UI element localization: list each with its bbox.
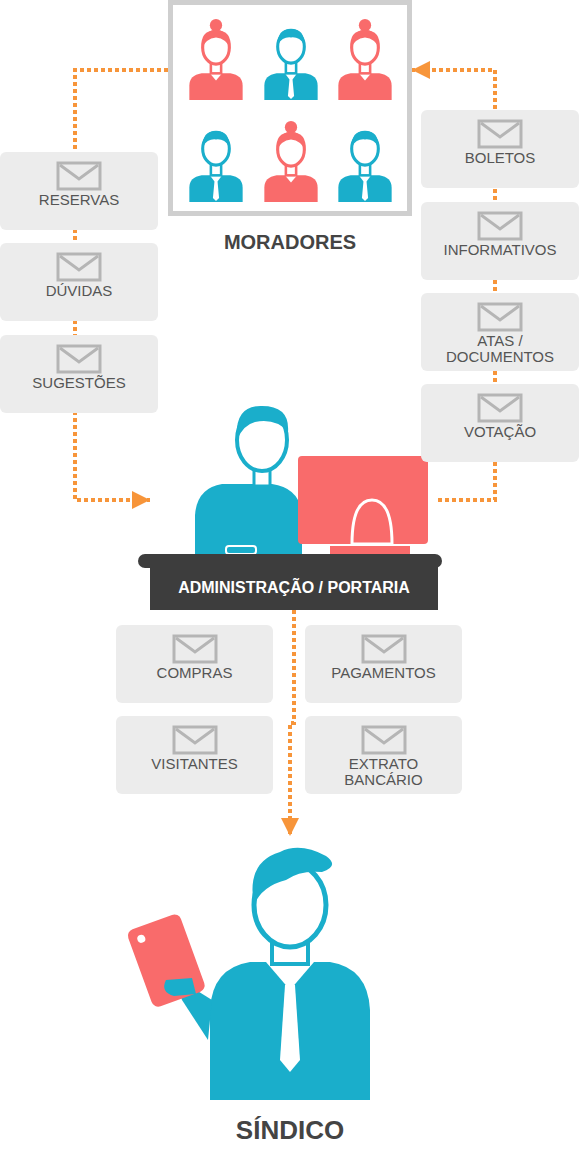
message-label: RESERVAS [20, 192, 138, 208]
envelope-icon [361, 634, 407, 664]
envelope-icon [56, 344, 102, 374]
message-card: SUGESTÕES [0, 335, 158, 413]
sindico-node: SÍNDICO [130, 836, 450, 1152]
message-card: COMPRAS [116, 625, 273, 703]
envelope-icon [477, 302, 523, 332]
message-card: VOTAÇÃO [421, 384, 579, 462]
message-label: EXTRATO BANCÁRIO [325, 756, 442, 788]
envelope-icon [56, 252, 102, 282]
role-heading: MORADORES [168, 231, 412, 254]
message-card: RESERVAS [0, 152, 158, 230]
message-label: ATAS / DOCUMENTOS [441, 333, 559, 365]
envelope-icon [361, 725, 407, 755]
message-label: DÚVIDAS [20, 283, 138, 299]
envelope-icon [172, 725, 218, 755]
envelope-icon [477, 119, 523, 149]
administration-node: ADMINISTRAÇÃO / PORTARIA [150, 400, 438, 610]
message-card: DÚVIDAS [0, 243, 158, 321]
message-card: EXTRATO BANCÁRIO [305, 716, 462, 794]
role-heading: SÍNDICO [130, 1115, 450, 1146]
message-card: BOLETOS [421, 110, 579, 188]
envelope-icon [56, 161, 102, 191]
message-label: INFORMATIVOS [441, 242, 559, 258]
envelope-icon [172, 634, 218, 664]
message-label: VISITANTES [136, 756, 253, 772]
residents-node: MORADORES [168, 0, 412, 262]
message-card: INFORMATIVOS [421, 202, 579, 280]
dashed-arrow [290, 610, 294, 836]
message-label: SUGESTÕES [20, 375, 138, 391]
message-card: PAGAMENTOS [305, 625, 462, 703]
message-label: VOTAÇÃO [441, 424, 559, 440]
message-label: COMPRAS [136, 665, 253, 681]
desk-band-label: ADMINISTRAÇÃO / PORTARIA [150, 566, 438, 610]
envelope-icon [477, 393, 523, 423]
message-label: PAGAMENTOS [325, 665, 442, 681]
message-card: VISITANTES [116, 716, 273, 794]
message-label: BOLETOS [441, 150, 559, 166]
message-card: ATAS / DOCUMENTOS [421, 293, 579, 371]
envelope-icon [477, 211, 523, 241]
